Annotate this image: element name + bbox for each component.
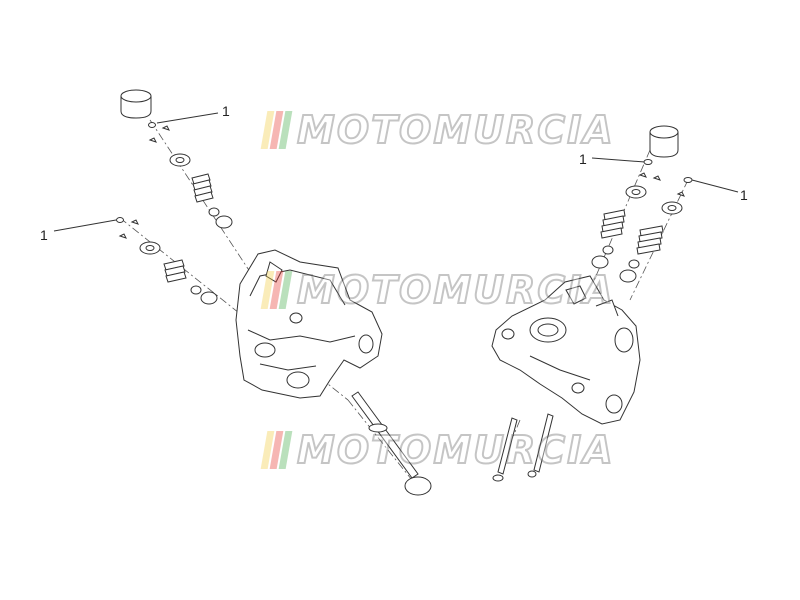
watermark-middle: MOTOMURCIA (260, 267, 615, 313)
leader-line-top-right-a (591, 157, 646, 163)
spring-top-left (191, 173, 214, 203)
shim-top-left (148, 122, 156, 128)
watermark-logo-text: MOTOMURCIA (296, 267, 615, 313)
leader-lines (53, 112, 739, 232)
watermark-logo-text: MOTOMURCIA (296, 427, 615, 473)
watermark-stripes (260, 271, 295, 309)
valve-left (351, 391, 432, 496)
spring-mid-left (163, 259, 187, 283)
tappet-right (649, 125, 679, 158)
shim-top-right-b (683, 177, 693, 183)
leader-line-top-left (156, 112, 219, 124)
watermark-stripes (260, 111, 295, 149)
callout-top-right-b: 1 (740, 187, 748, 203)
leader-line-top-right-b (691, 179, 739, 193)
watermark-bottom: MOTOMURCIA (260, 427, 615, 473)
spring-right-b (636, 225, 664, 255)
cylinder-head-right (491, 275, 641, 425)
watermark-logo-text: MOTOMURCIA (296, 107, 615, 153)
callout-top-left: 1 (222, 103, 230, 119)
callout-mid-left: 1 (40, 227, 48, 243)
shim-top-right-a (643, 159, 653, 165)
shim-mid-left (116, 217, 124, 223)
valve-stems-right (492, 413, 554, 482)
watermark-top: MOTOMURCIA (260, 107, 615, 153)
callout-top-right-a: 1 (579, 151, 587, 167)
tappet-left (120, 89, 152, 119)
spring-right-a (600, 209, 626, 239)
left-assembly (116, 89, 432, 496)
watermark-stripes (260, 431, 295, 469)
cylinder-head-left (235, 249, 383, 399)
right-assembly (491, 125, 693, 482)
leader-line-mid-left (53, 219, 117, 232)
